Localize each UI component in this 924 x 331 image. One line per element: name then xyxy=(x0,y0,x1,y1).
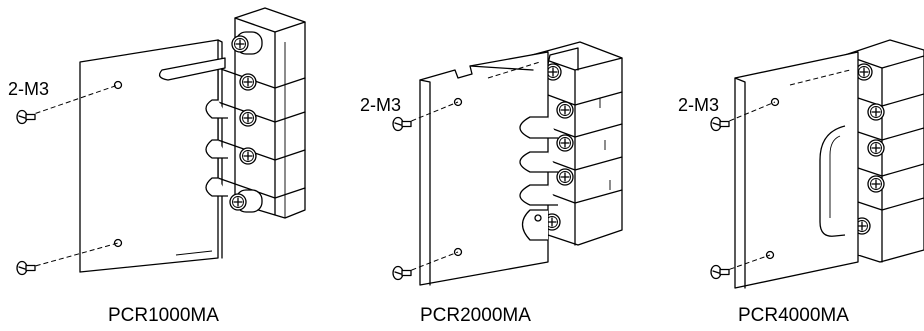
terminal-block xyxy=(217,7,306,219)
caption-pcr1000ma: PCR1000MA xyxy=(108,305,219,326)
pcr1000ma-diagram xyxy=(16,7,306,276)
caption-pcr2000ma: PCR2000MA xyxy=(420,305,531,326)
m3-screws xyxy=(392,101,459,281)
m3-screws xyxy=(710,101,776,280)
cover-plate xyxy=(419,51,558,286)
caption-pcr4000ma: PCR4000MA xyxy=(738,305,849,326)
cover-plate xyxy=(734,51,859,289)
screw-label-pcr1000ma: 2-M3 xyxy=(8,79,50,99)
pcr2000ma-diagram xyxy=(392,41,623,286)
terminal-block xyxy=(531,41,623,246)
cover-plate xyxy=(79,39,228,273)
pcr4000ma-diagram xyxy=(710,39,924,289)
screw-label-pcr4000ma: 2-M3 xyxy=(678,95,720,115)
screw-label-pcr2000ma: 2-M3 xyxy=(360,95,402,115)
